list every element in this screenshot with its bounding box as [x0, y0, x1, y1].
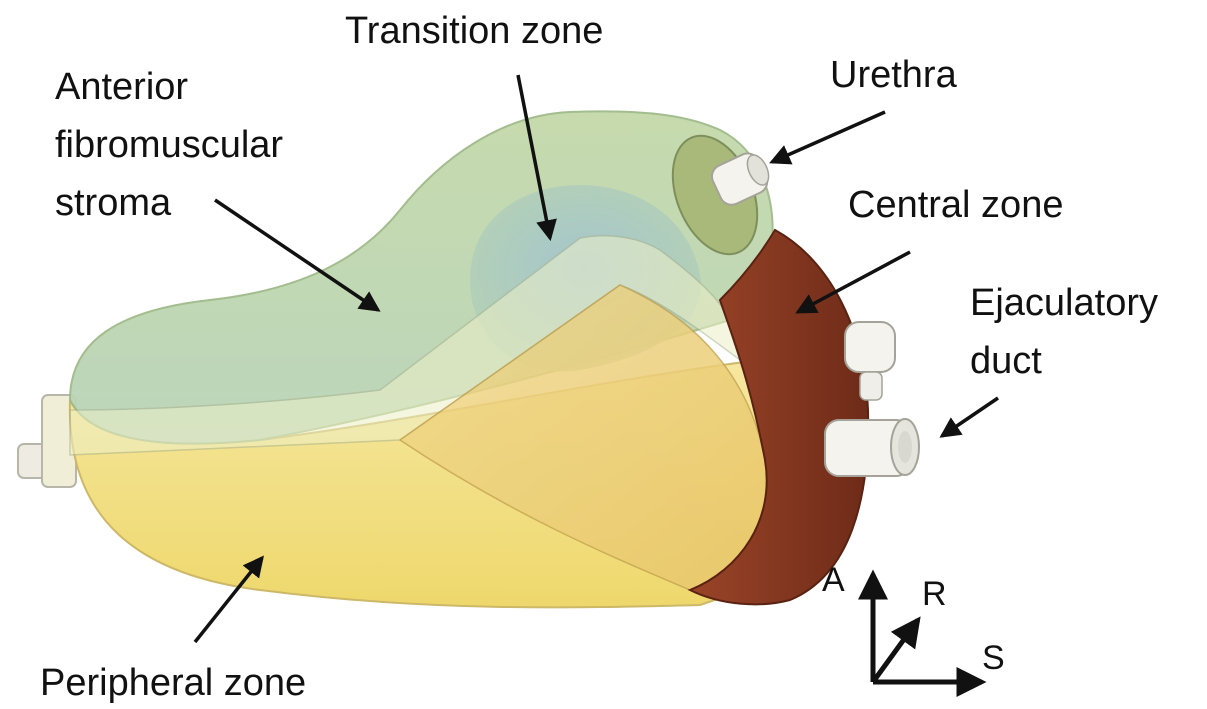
label-anterior-stroma-line3: stroma — [55, 180, 171, 226]
label-central-zone: Central zone — [848, 182, 1063, 228]
label-anterior-stroma-line1: Anterior — [55, 64, 188, 110]
label-transition-zone: Transition zone — [345, 8, 603, 54]
axis-label-superior: S — [982, 640, 1005, 676]
urethra-distal-stub — [18, 395, 76, 487]
axis-label-anterior: A — [822, 562, 845, 598]
label-urethra: Urethra — [830, 52, 957, 98]
ejaculatory-duct-pointer — [942, 398, 998, 436]
label-ejaculatory-duct-line2: duct — [970, 338, 1042, 384]
label-anterior-stroma-line2: fibromuscular — [55, 122, 283, 168]
axis-right — [873, 620, 918, 682]
axis-label-right: R — [922, 576, 947, 612]
label-ejaculatory-duct-line1: Ejaculatory — [970, 280, 1158, 326]
label-peripheral-zone: Peripheral zone — [40, 660, 306, 706]
urethra-pointer — [772, 112, 885, 162]
